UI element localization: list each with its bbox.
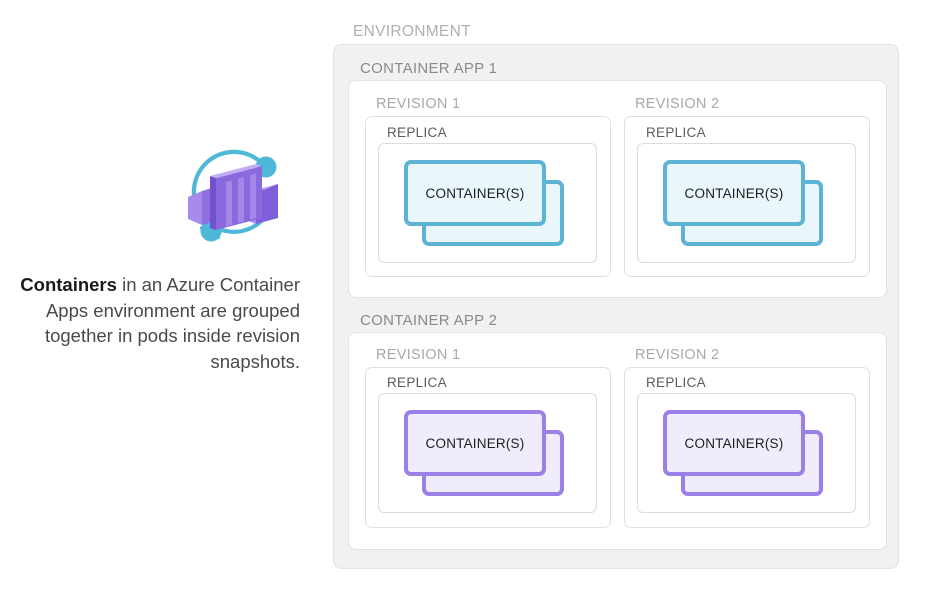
app-1-revision-2-label: REVISION 2 <box>635 96 720 112</box>
azure-container-apps-icon <box>178 142 290 254</box>
app-1-revision-2-container-stack: CONTAINER(S) <box>663 160 823 246</box>
container-label: CONTAINER(S) <box>425 185 525 201</box>
container-app-1-label: CONTAINER APP 1 <box>360 60 498 77</box>
app-2-revision-1-container-stack: CONTAINER(S) <box>404 410 564 496</box>
app-2-revision-2-container-stack: CONTAINER(S) <box>663 410 823 496</box>
container-label: CONTAINER(S) <box>684 185 784 201</box>
container-label: CONTAINER(S) <box>684 435 784 451</box>
container-label: CONTAINER(S) <box>425 435 525 451</box>
left-panel: Containers in an Azure Container Apps en… <box>0 0 320 593</box>
container-app-2-label: CONTAINER APP 2 <box>360 312 498 329</box>
container-card-front: CONTAINER(S) <box>663 160 805 226</box>
container-card-front: CONTAINER(S) <box>404 160 546 226</box>
caption-text: Containers in an Azure Container Apps en… <box>8 272 300 374</box>
container-card-front: CONTAINER(S) <box>404 410 546 476</box>
app-2-revision-2-label: REVISION 2 <box>635 347 720 363</box>
app-1-revision-2-replica-label: REPLICA <box>646 125 706 140</box>
app-1-revision-1-container-stack: CONTAINER(S) <box>404 160 564 246</box>
app-2-revision-2-replica-label: REPLICA <box>646 375 706 390</box>
app-1-revision-1-label: REVISION 1 <box>376 96 461 112</box>
caption-lead: Containers <box>20 274 117 295</box>
app-1-revision-1-replica-label: REPLICA <box>387 125 447 140</box>
container-card-front: CONTAINER(S) <box>663 410 805 476</box>
caption-rest: in an Azure Container Apps environment a… <box>44 274 300 372</box>
app-2-revision-1-replica-label: REPLICA <box>387 375 447 390</box>
app-2-revision-1-label: REVISION 1 <box>376 347 461 363</box>
environment-label: ENVIRONMENT <box>353 23 471 40</box>
